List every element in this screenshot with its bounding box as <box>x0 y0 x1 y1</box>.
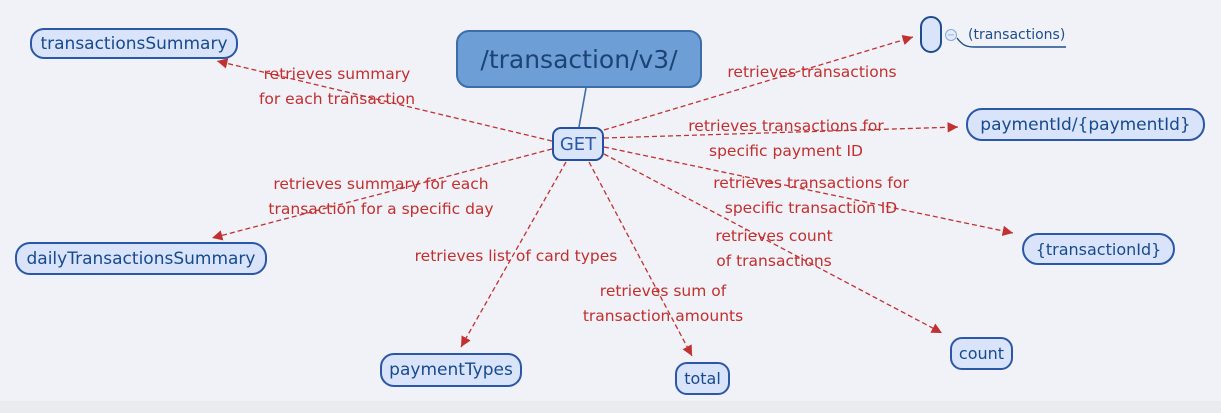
edge-get-total <box>588 161 693 357</box>
edge-get-transactions-summary <box>216 58 553 142</box>
edge-label-total: retrieves sum of transaction amounts <box>582 282 744 325</box>
connector-root-get <box>578 87 587 128</box>
edge-label-count: retrieves count of transactions <box>715 227 833 270</box>
edge-get-payment-types <box>460 161 567 348</box>
node-transactions-summary[interactable]: transactionsSummary <box>30 28 238 59</box>
bottom-edge-strip <box>0 401 1221 413</box>
branch-label-transactions[interactable]: (transactions) <box>968 27 1066 43</box>
edge-get-transaction-id <box>603 146 1014 236</box>
edge-get-transactions <box>603 35 914 131</box>
edge-label-payment-id: retrieves transactions for specific paym… <box>688 117 884 160</box>
node-payment-types[interactable]: paymentTypes <box>380 353 522 387</box>
node-payment-id[interactable]: paymentId/{paymentId} <box>966 108 1205 141</box>
node-transaction-id[interactable]: {transactionId} <box>1022 233 1175 265</box>
edge-label-transaction-id: retrieves transactions for specific tran… <box>713 174 909 217</box>
edge-get-daily-transactions-summary <box>211 148 553 241</box>
root-node[interactable]: /transaction/v3/ <box>456 30 702 88</box>
node-daily-transactions-summary[interactable]: dailyTransactionsSummary <box>15 242 267 275</box>
edge-label-transactions-summary: retrieves summary for each transaction <box>258 65 416 108</box>
edge-get-payment-id <box>603 122 959 139</box>
collapsed-branch-node[interactable] <box>920 16 942 53</box>
get-method-node[interactable]: GET <box>552 127 604 161</box>
node-total[interactable]: total <box>675 362 730 395</box>
edge-label-transactions: retrieves transactions <box>727 63 897 81</box>
node-count[interactable]: count <box>950 337 1013 370</box>
collapse-toggle-icon[interactable]: − <box>945 29 957 41</box>
edge-label-daily-transactions-summary: retrieves summary for each transaction f… <box>268 175 494 218</box>
edge-label-payment-types: retrieves list of card types <box>414 247 618 265</box>
branch-underline <box>956 37 1066 48</box>
